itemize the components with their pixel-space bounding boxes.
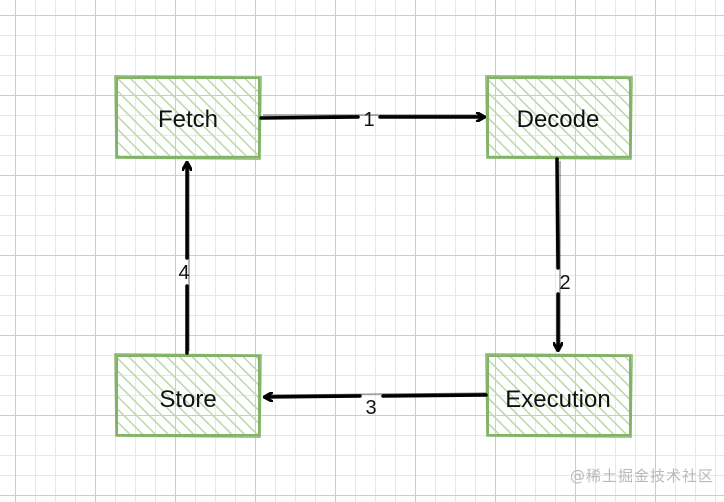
node-execution[interactable]: Execution bbox=[485, 353, 633, 438]
node-fetch-label: Fetch bbox=[158, 106, 218, 133]
node-execution-label: Execution bbox=[505, 386, 610, 413]
watermark: @稀土掘金技术社区 bbox=[569, 467, 714, 485]
edge-label-2: 2 bbox=[559, 272, 570, 294]
node-decode-label: Decode bbox=[517, 106, 600, 133]
edge-label-4: 4 bbox=[178, 262, 189, 284]
edge-decode-to-execution[interactable]: 2 bbox=[557, 157, 571, 350]
edge-label-3: 3 bbox=[365, 397, 376, 419]
edge-store-to-fetch[interactable]: 4 bbox=[178, 163, 189, 355]
edge-execution-to-store[interactable]: 3 bbox=[265, 393, 488, 419]
edge-label-1: 1 bbox=[363, 109, 374, 131]
node-store[interactable]: Store bbox=[114, 353, 262, 438]
node-fetch[interactable]: Fetch bbox=[114, 75, 262, 160]
edge-fetch-to-decode[interactable]: 1 bbox=[259, 109, 484, 131]
node-store-label: Store bbox=[159, 386, 216, 413]
node-decode[interactable]: Decode bbox=[485, 75, 633, 160]
